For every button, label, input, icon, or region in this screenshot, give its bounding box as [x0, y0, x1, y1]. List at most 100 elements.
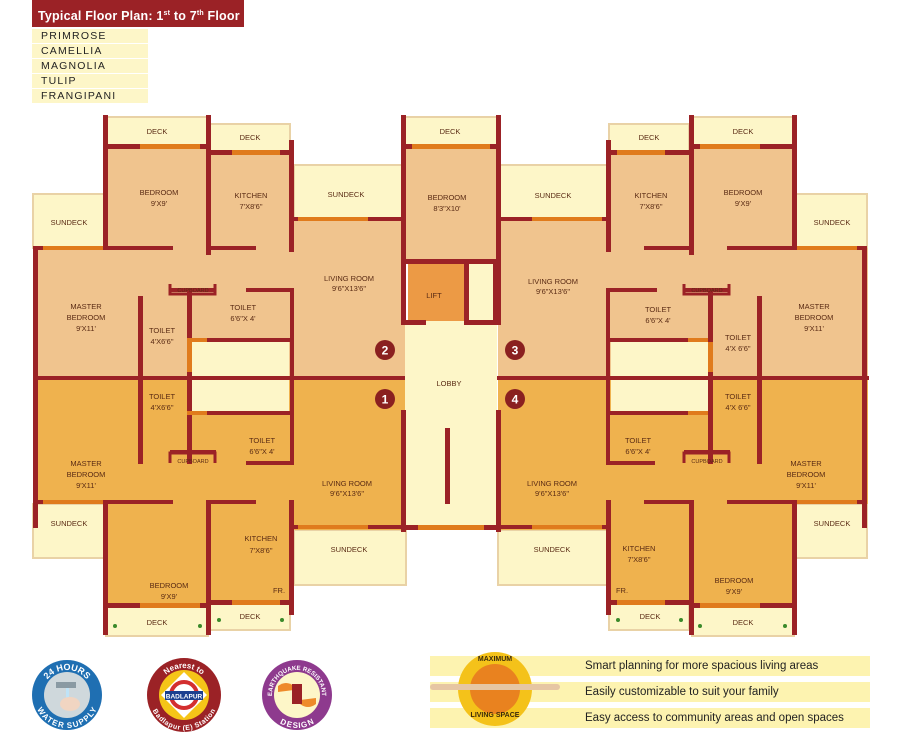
building-name: PRIMROSE	[32, 29, 148, 43]
svg-text:DECK: DECK	[240, 612, 261, 621]
svg-text:9'6"X13'6": 9'6"X13'6"	[536, 287, 570, 296]
svg-text:DECK: DECK	[440, 127, 461, 136]
unit-marker-3	[505, 340, 525, 360]
svg-text:SUNDECK: SUNDECK	[328, 190, 365, 199]
svg-text:BEDROOM: BEDROOM	[787, 470, 826, 479]
svg-text:4'X 6'6": 4'X 6'6"	[725, 403, 750, 412]
svg-text:LOBBY: LOBBY	[436, 379, 461, 388]
svg-text:FR.: FR.	[273, 586, 285, 595]
svg-text:6'6"X 4': 6'6"X 4'	[645, 316, 671, 325]
svg-text:CUPBOARD: CUPBOARD	[691, 459, 722, 465]
feature-row	[430, 656, 870, 676]
unit-marker-4	[505, 389, 525, 409]
svg-text:9'X9': 9'X9'	[161, 592, 178, 601]
svg-text:FR.: FR.	[616, 586, 628, 595]
earthquake-resistant-badge-icon: EARTHQUAKE RESISTANT DESIGN	[262, 660, 332, 730]
svg-text:KITCHEN: KITCHEN	[245, 534, 278, 543]
svg-text:LIVING ROOM: LIVING ROOM	[322, 479, 372, 488]
svg-text:6'6"X 4': 6'6"X 4'	[230, 314, 256, 323]
floor-plan-title: Typical Floor Plan: 1st to 7th Floor	[32, 0, 244, 27]
svg-text:4: 4	[512, 393, 519, 407]
deck-markers	[113, 618, 787, 628]
svg-text:7'X8'6": 7'X8'6"	[639, 202, 662, 211]
svg-text:SUNDECK: SUNDECK	[535, 191, 572, 200]
svg-text:BEDROOM: BEDROOM	[150, 581, 189, 590]
svg-text:9'X9': 9'X9'	[735, 199, 752, 208]
svg-text:7'X8'6": 7'X8'6"	[239, 202, 262, 211]
room-labels: DECK DECK DECK DECK DECK SUNDECK SUNDECK…	[51, 127, 851, 627]
feature-text: Smart planning for more spacious living …	[585, 660, 819, 672]
svg-text:9'X11': 9'X11'	[804, 324, 824, 333]
feature-text: Easy access to community areas and open …	[585, 712, 844, 724]
building-names-list: PRIMROSE CAMELLIA MAGNOLIA TULIP FRANGIP…	[32, 29, 148, 104]
svg-text:LIFT: LIFT	[426, 291, 442, 300]
svg-text:DECK: DECK	[733, 618, 754, 627]
svg-text:TOILET: TOILET	[645, 305, 672, 314]
svg-text:9'X11': 9'X11'	[796, 481, 816, 490]
building-name: CAMELLIA	[32, 44, 148, 58]
feature-row	[430, 708, 870, 728]
svg-text:BEDROOM: BEDROOM	[140, 188, 179, 197]
svg-text:SUNDECK: SUNDECK	[534, 545, 571, 554]
deck-areas	[32, 116, 868, 637]
svg-text:BEDROOM: BEDROOM	[67, 313, 106, 322]
svg-text:DECK: DECK	[147, 127, 168, 136]
svg-text:9'X9': 9'X9'	[726, 587, 743, 596]
svg-text:SUNDECK: SUNDECK	[331, 545, 368, 554]
svg-text:2: 2	[382, 344, 389, 358]
svg-text:SUNDECK: SUNDECK	[51, 519, 88, 528]
svg-text:LIVING ROOM: LIVING ROOM	[528, 277, 578, 286]
unit-markers: 2 3 1 4	[375, 340, 525, 409]
svg-text:BEDROOM: BEDROOM	[715, 576, 754, 585]
svg-text:KITCHEN: KITCHEN	[623, 544, 656, 553]
svg-text:TOILET: TOILET	[149, 326, 176, 335]
lift	[408, 263, 464, 321]
windows	[43, 144, 857, 608]
svg-text:3: 3	[512, 344, 519, 358]
svg-text:7'X8'6": 7'X8'6"	[249, 546, 272, 555]
svg-text:BEDROOM: BEDROOM	[428, 193, 467, 202]
svg-text:DECK: DECK	[240, 133, 261, 142]
svg-text:4'X6'6": 4'X6'6"	[150, 403, 173, 412]
svg-text:MASTER: MASTER	[798, 302, 830, 311]
svg-text:4'X 6'6": 4'X 6'6"	[725, 344, 750, 353]
svg-text:MASTER: MASTER	[70, 459, 102, 468]
building-name: TULIP	[32, 74, 148, 88]
svg-text:LIVING ROOM: LIVING ROOM	[527, 479, 577, 488]
svg-text:TOILET: TOILET	[249, 436, 276, 445]
upper-units	[35, 147, 868, 378]
svg-text:1: 1	[382, 393, 389, 407]
svg-text:DECK: DECK	[147, 618, 168, 627]
svg-text:CUPBOARD: CUPBOARD	[691, 288, 722, 294]
svg-text:TOILET: TOILET	[149, 392, 176, 401]
svg-text:9'6"X13'6": 9'6"X13'6"	[332, 284, 366, 293]
svg-text:TOILET: TOILET	[230, 303, 257, 312]
feature-text: Easily customizable to suit your family	[585, 686, 779, 698]
svg-text:BEDROOM: BEDROOM	[795, 313, 834, 322]
svg-text:DECK: DECK	[733, 127, 754, 136]
svg-text:CUPBOARD: CUPBOARD	[177, 288, 208, 294]
svg-text:SUNDECK: SUNDECK	[814, 218, 851, 227]
water-supply-badge-icon: 24 HOURS WATER SUPPLY	[32, 660, 102, 730]
svg-text:MASTER: MASTER	[790, 459, 822, 468]
svg-text:KITCHEN: KITCHEN	[635, 191, 668, 200]
building-name: FRANGIPANI	[32, 89, 148, 103]
svg-text:6'6"X 4': 6'6"X 4'	[249, 447, 275, 456]
svg-text:9'6"X13'6": 9'6"X13'6"	[330, 489, 364, 498]
svg-text:9'X9': 9'X9'	[151, 199, 168, 208]
svg-text:7'X8'6": 7'X8'6"	[627, 555, 650, 564]
svg-text:BADLAPUR: BADLAPUR	[166, 694, 203, 701]
svg-text:MASTER: MASTER	[70, 302, 102, 311]
svg-text:TOILET: TOILET	[725, 392, 752, 401]
svg-text:DECK: DECK	[640, 612, 661, 621]
floor-plan-diagram: DECK DECK DECK DECK DECK SUNDECK SUNDECK…	[32, 115, 869, 637]
unit-marker-2	[375, 340, 395, 360]
svg-text:9'X11': 9'X11'	[76, 324, 96, 333]
svg-text:9'X11': 9'X11'	[76, 481, 96, 490]
cupboards	[168, 284, 731, 463]
svg-text:6'6"X 4': 6'6"X 4'	[625, 447, 651, 456]
svg-text:9'6"X13'6": 9'6"X13'6"	[535, 489, 569, 498]
svg-text:SUNDECK: SUNDECK	[51, 218, 88, 227]
svg-text:CUPBOARD: CUPBOARD	[177, 459, 208, 465]
person-arms-icon	[430, 684, 560, 690]
